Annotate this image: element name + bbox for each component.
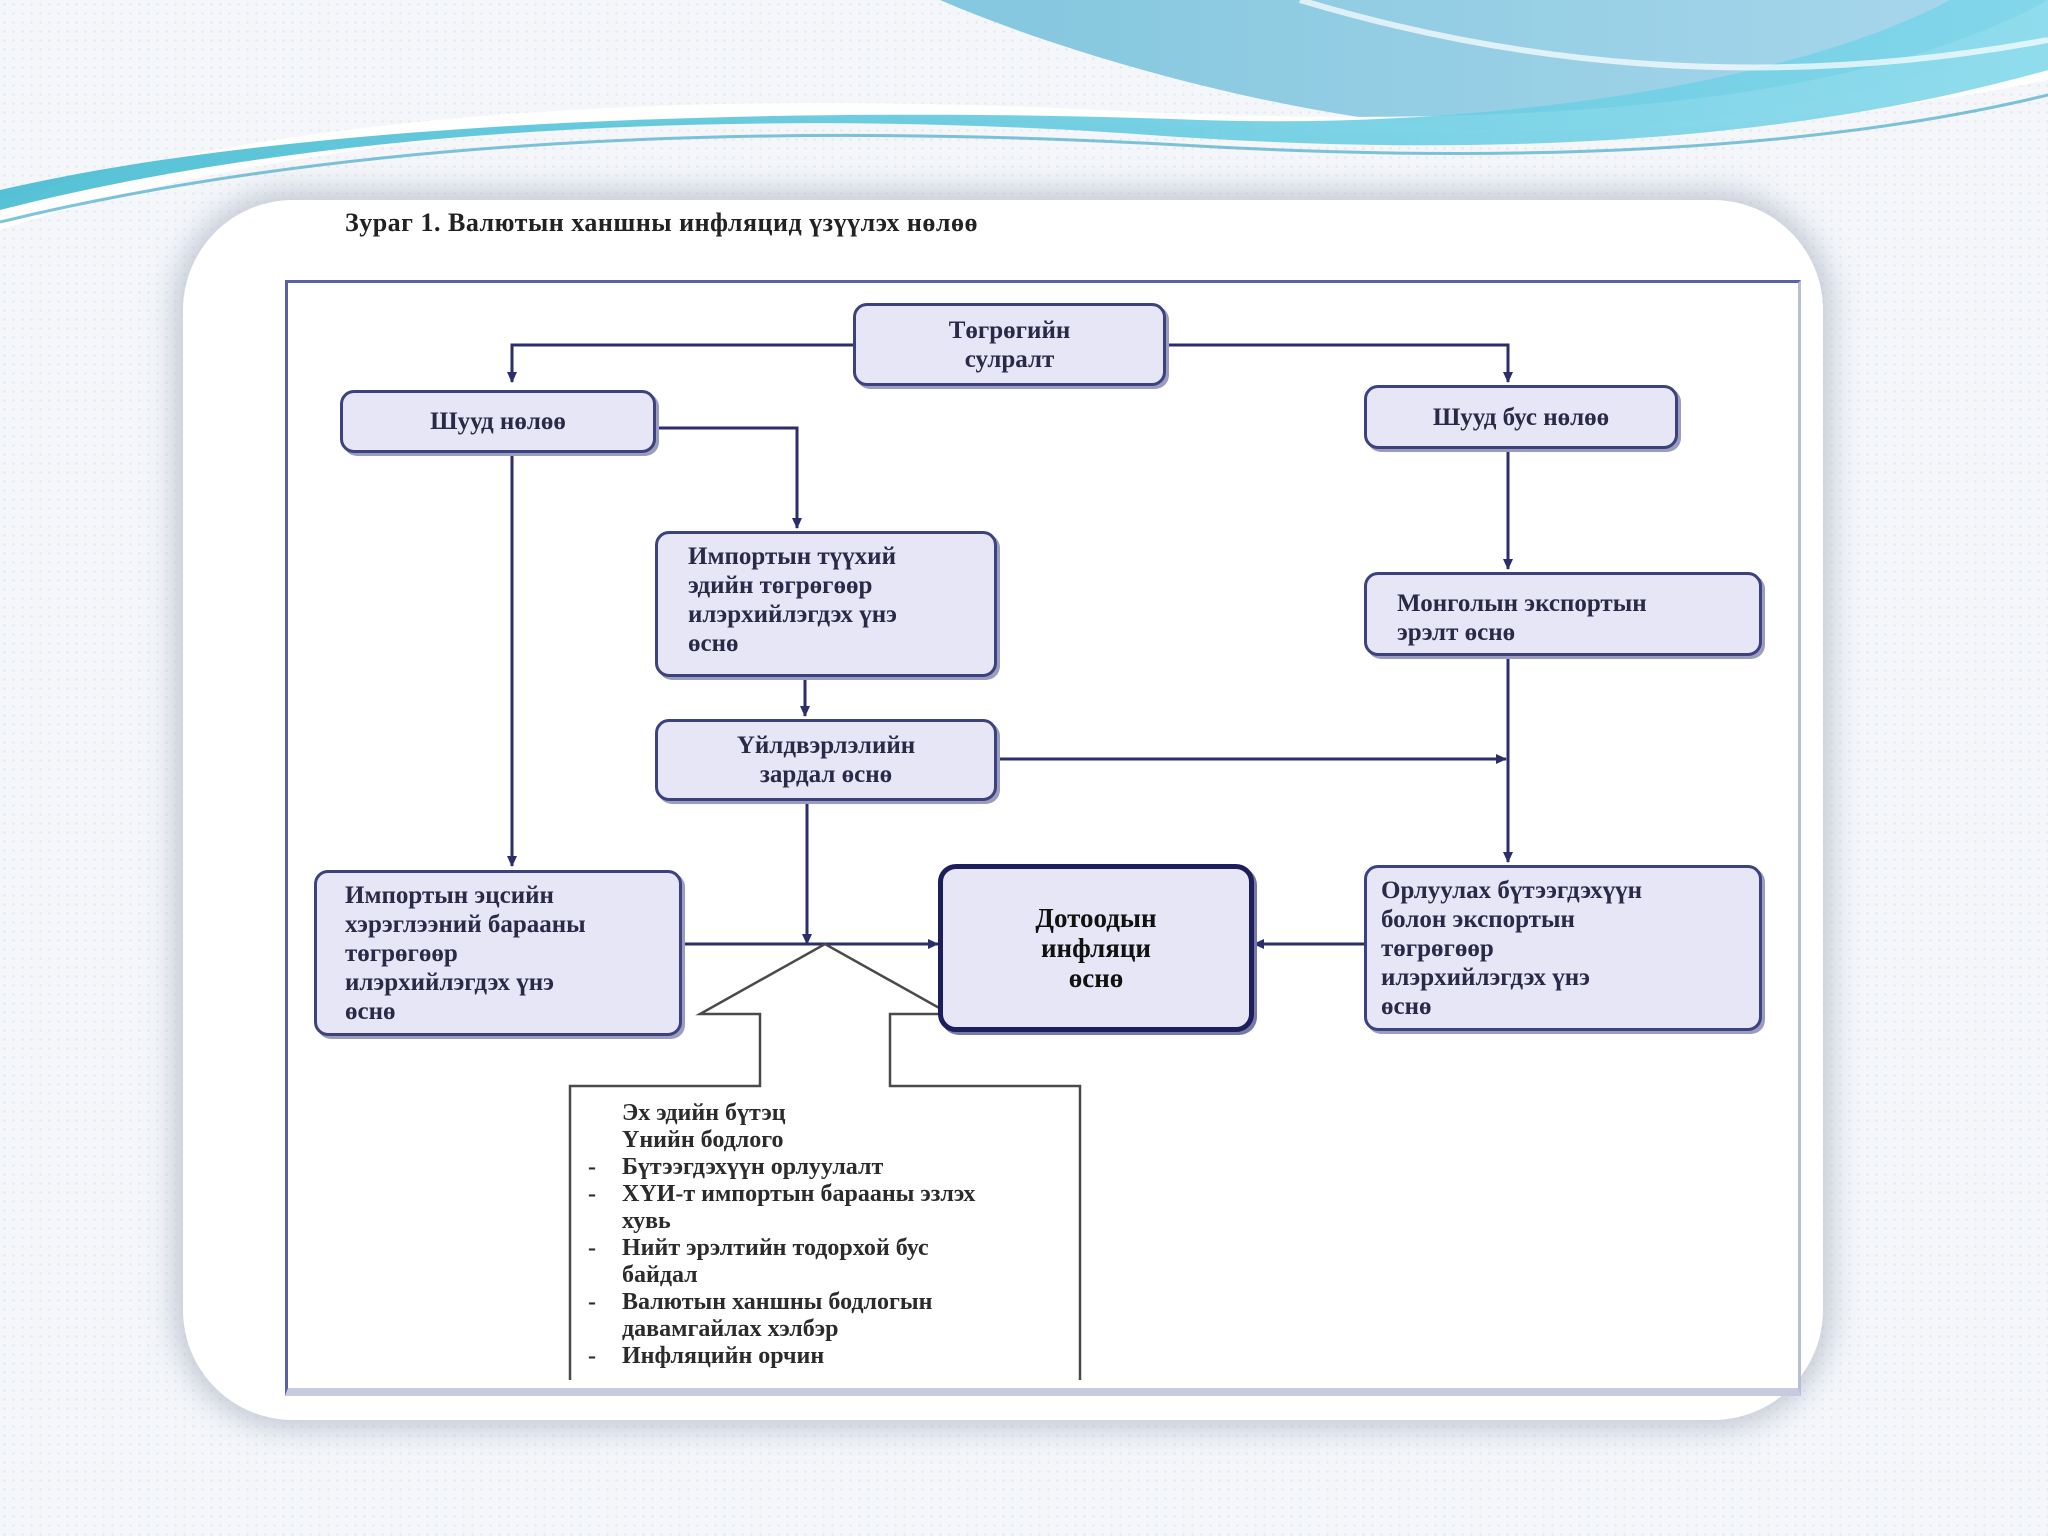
factor-heading: Эх эдийн бүтэц bbox=[622, 1100, 786, 1126]
factors-list: Эх эдийн бүтэц Үнийн бодлого Бүтээгдэхүү… bbox=[588, 1100, 1070, 1370]
node-export-demand: Монголын экспортын эрэлт өснө bbox=[1364, 572, 1762, 656]
arrow-top-to-direct bbox=[507, 343, 855, 383]
node-indirect-effect: Шууд бус нөлөө bbox=[1364, 385, 1678, 449]
header-swoosh-decoration bbox=[0, 0, 2048, 230]
factor-heading: Үнийн бодлого bbox=[622, 1127, 784, 1153]
factor-item: Инфляцийн орчин bbox=[588, 1343, 1070, 1370]
node-import-consumer-price: Импортын эцсийн хэрэглээний барааны төгр… bbox=[314, 870, 682, 1036]
arrow-top-to-indirect bbox=[1165, 343, 1513, 383]
arrow-direct-to-import-raw bbox=[655, 426, 802, 529]
node-direct-effect: Шууд нөлөө bbox=[340, 390, 656, 453]
node-substitute-export-price: Орлуулах бүтээгдэхүүн болон экспортын тө… bbox=[1364, 865, 1762, 1031]
factor-item: Бүтээгдэхүүн орлуулалт bbox=[588, 1154, 1070, 1181]
node-import-raw-price: Импортын түүхий эдийн төгрөгөөр илэрхийл… bbox=[655, 531, 997, 677]
figure-caption: Зураг 1. Валютын ханшны инфляцид үзүүлэх… bbox=[345, 208, 978, 237]
